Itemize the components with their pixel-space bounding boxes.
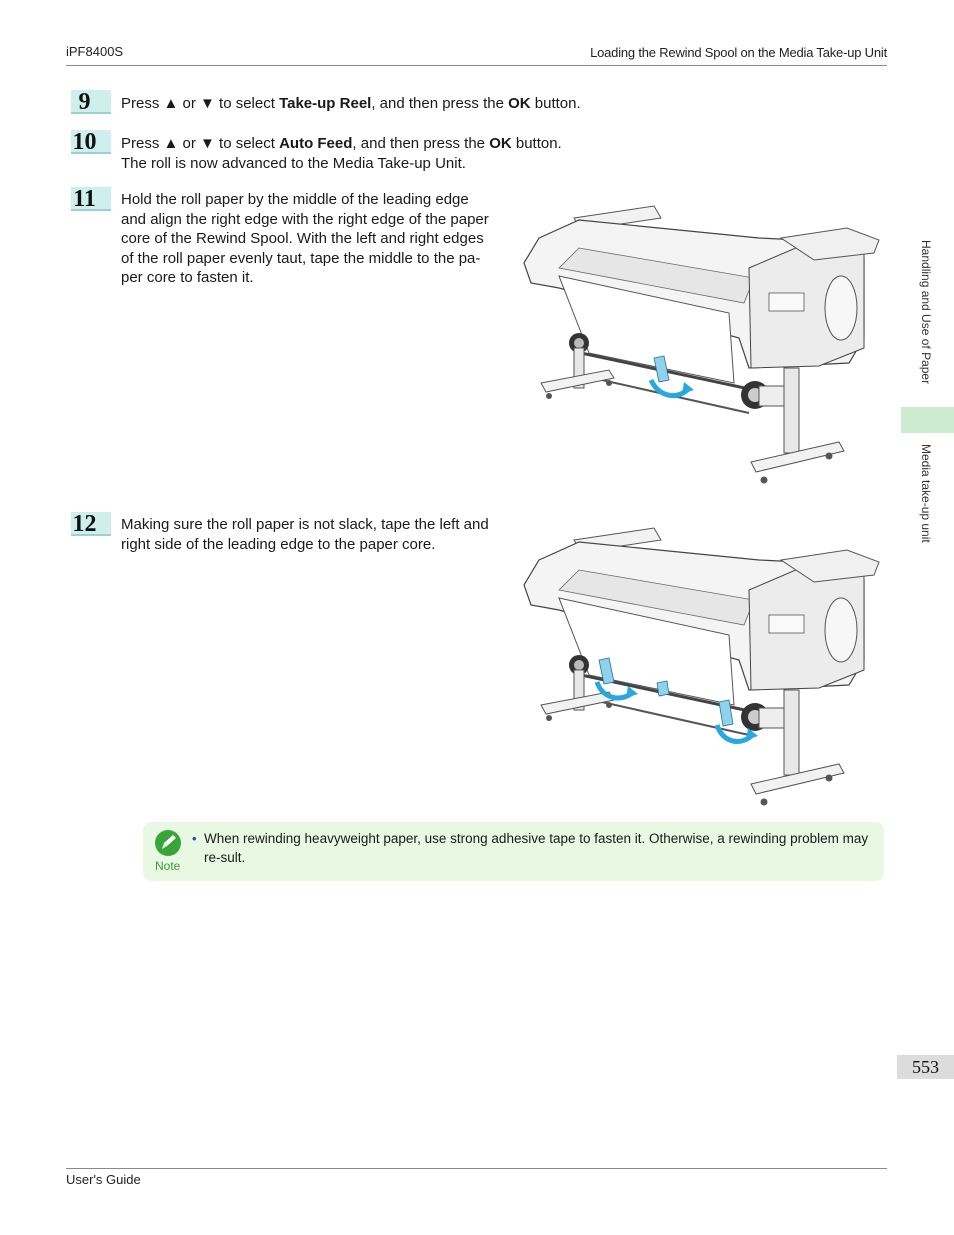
side-chapter-label[interactable]: Handling and Use of Paper [919, 240, 933, 385]
printer-illustration-tape-sides [519, 520, 883, 810]
step-12-line-2: right side of the leading edge to the pa… [121, 535, 436, 553]
side-section-label[interactable]: Media take-up unit [919, 444, 933, 543]
footer-divider [66, 1168, 887, 1169]
step-9-number: 9 [66, 90, 111, 116]
header-section-title: Loading the Rewind Spool on the Media Ta… [590, 45, 887, 60]
step-11-line-2: and align the right edge with the right … [121, 210, 489, 228]
note-text: When rewinding heavyweight paper, use st… [204, 831, 869, 865]
printer-illustration-tape-middle [519, 198, 883, 488]
note-pencil-icon [154, 829, 182, 857]
step-9-text: Press ▲ or ▼ to select Take-up Reel, and… [121, 94, 581, 114]
step-10-text: Press ▲ or ▼ to select Auto Feed, and th… [121, 134, 562, 173]
step-11-line-1: Hold the roll paper by the middle of the… [121, 191, 469, 208]
header-divider [66, 65, 887, 66]
side-section-tab[interactable] [901, 407, 954, 433]
header-product: iPF8400S [66, 44, 124, 59]
step-11-line-4: of the roll paper evenly taut, tape the … [121, 249, 481, 267]
step-11-text: Hold the roll paper by the middle of the… [121, 190, 489, 288]
step-10-line-1: Press ▲ or ▼ to select Auto Feed, and th… [121, 135, 562, 152]
step-11-line-3: core of the Rewind Spool. With the left … [121, 230, 484, 247]
step-12-text: Making sure the roll paper is not slack,… [121, 515, 489, 554]
page-number: 553 [897, 1055, 954, 1079]
note-bullet: • [192, 831, 197, 846]
printer-illustration-2-svg [519, 520, 883, 810]
printer-illustration-1-svg [519, 198, 883, 488]
step-10-number: 10 [66, 130, 111, 156]
step-10-line-2: The roll is now advanced to the Media Ta… [121, 154, 466, 172]
step-12-line-1: Making sure the roll paper is not slack,… [121, 516, 489, 533]
step-9-line: Press ▲ or ▼ to select Take-up Reel, and… [121, 95, 581, 112]
step-11-number: 11 [66, 187, 111, 213]
step-11-line-5: per core to fasten it. [121, 269, 254, 286]
note-box [143, 822, 884, 881]
step-12-number: 12 [66, 512, 111, 538]
footer-guide-title: User's Guide [66, 1172, 141, 1187]
note-label: Note [155, 859, 181, 873]
